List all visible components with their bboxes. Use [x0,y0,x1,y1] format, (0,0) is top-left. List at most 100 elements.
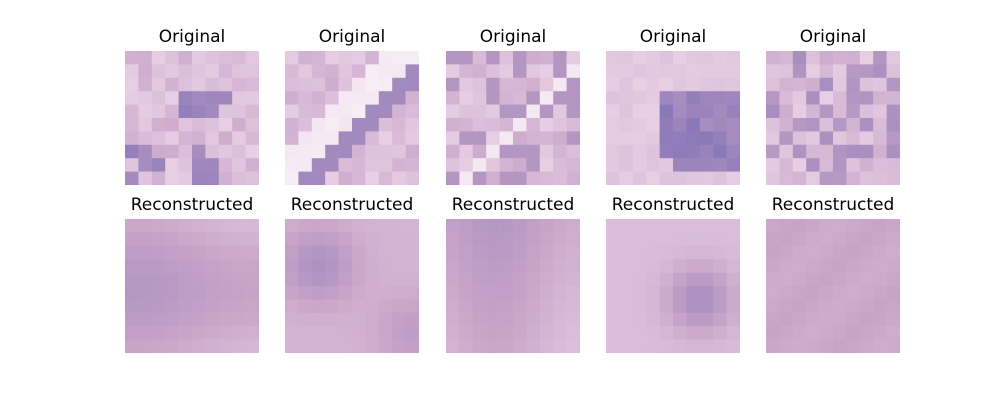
pixel [606,232,620,247]
pixel [806,326,820,340]
pixel [352,131,366,146]
pixel [673,286,687,300]
pixel [632,77,647,92]
pixel [125,245,139,260]
pixel [218,144,233,159]
pixel [165,77,179,92]
pixel [392,144,406,159]
pixel [792,64,807,79]
pixel [218,299,233,314]
pixel [792,286,807,300]
pixel [806,144,820,159]
pixel [886,171,900,185]
pixel [513,158,527,172]
pixel [165,312,179,327]
pixel [459,232,474,247]
pixel [632,299,647,314]
pixel [606,299,620,314]
pixel [138,64,153,79]
pixel [699,118,714,132]
pixel [859,272,874,287]
pixel [659,259,674,273]
pixel [472,245,487,260]
pixel [311,312,326,327]
pixel [726,339,740,353]
pixel [165,91,179,105]
pixel [886,272,900,287]
pixel [165,299,179,314]
pixel [365,219,380,233]
pixel [859,245,874,260]
pixel [726,312,740,327]
pixel [566,299,580,314]
pixel [459,326,474,340]
pixel [553,339,567,353]
pixel [779,158,794,172]
pixel [352,104,366,119]
pixel [472,326,487,340]
pixel [833,77,847,92]
pixel [486,272,500,287]
pixel [298,144,313,159]
pixel [178,259,193,273]
pixel [165,272,179,287]
pixel [632,259,647,273]
pixel [846,286,861,300]
pixel [446,144,460,159]
pixel [766,326,780,340]
pixel [846,326,861,340]
pixel [178,299,193,314]
pixel [632,219,647,233]
pixel [205,64,220,79]
pixel [792,259,807,273]
pixel [352,91,366,105]
pixel [165,219,179,233]
pixel [392,339,406,353]
pixel [699,171,714,185]
pixel [378,64,393,79]
pixel [539,144,554,159]
pixel [245,104,259,119]
pixel [245,91,259,105]
pixel [472,144,487,159]
pixel [566,158,580,172]
reconstructed-title: Reconstructed [611,195,735,215]
pixel [566,259,580,273]
pixel [539,131,554,146]
pixel [766,312,780,327]
pixel [446,91,460,105]
pixel [779,77,794,92]
pixel [151,64,166,79]
pixel [566,245,580,260]
pixel [446,245,460,260]
pixel [632,91,647,105]
pixel [486,171,500,185]
pixel [646,77,660,92]
pixel [779,245,794,260]
pixel [526,219,541,233]
pixel [125,219,139,233]
pixel [566,104,580,119]
pixel [365,326,380,340]
pixel [632,171,647,185]
pixel [311,339,326,353]
pixel [459,339,474,353]
pixel [726,219,740,233]
pixel [566,219,580,233]
pixel [526,64,541,79]
pixel [285,104,299,119]
pixel [446,272,460,287]
pixel [673,144,687,159]
pixel [859,131,874,146]
pixel [539,245,554,260]
pixel [218,91,233,105]
pixel [833,64,847,79]
pixel [325,118,339,132]
original-title: Original [799,27,867,47]
pixel [646,158,660,172]
pixel [472,51,487,65]
pixel [553,326,567,340]
pixel [459,64,474,79]
pixel [218,51,233,65]
pixel [686,91,701,105]
